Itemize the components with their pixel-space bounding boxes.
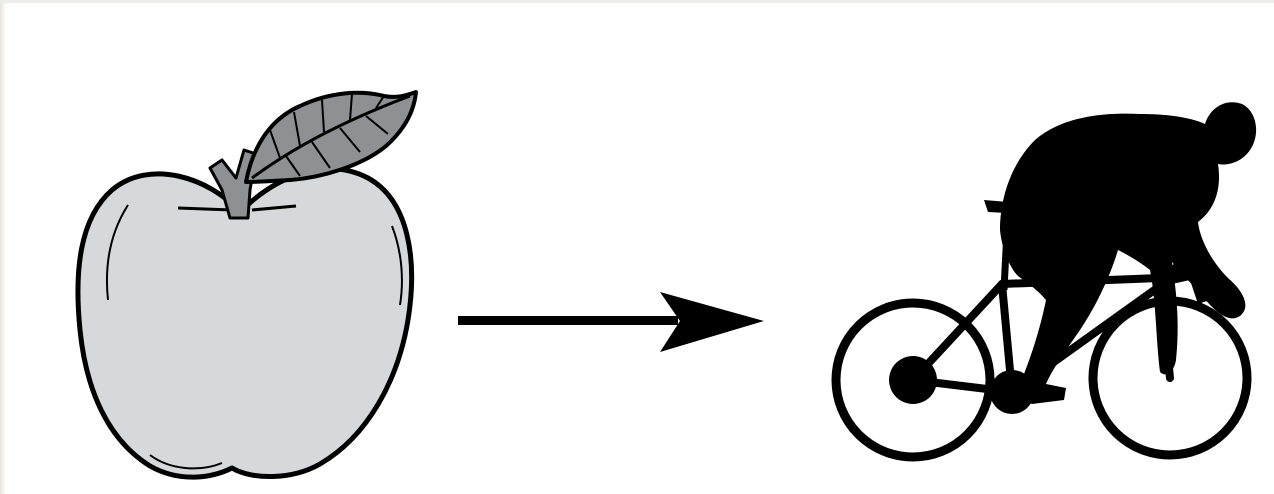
apple-icon: [78, 92, 416, 477]
seat-post: [1004, 210, 1008, 290]
arrow-shaft: [458, 316, 678, 325]
rider-silhouette: [1000, 102, 1256, 404]
cyclist-icon: [836, 102, 1256, 457]
apple-dimple: [178, 208, 232, 210]
arrow-icon: [458, 292, 764, 352]
